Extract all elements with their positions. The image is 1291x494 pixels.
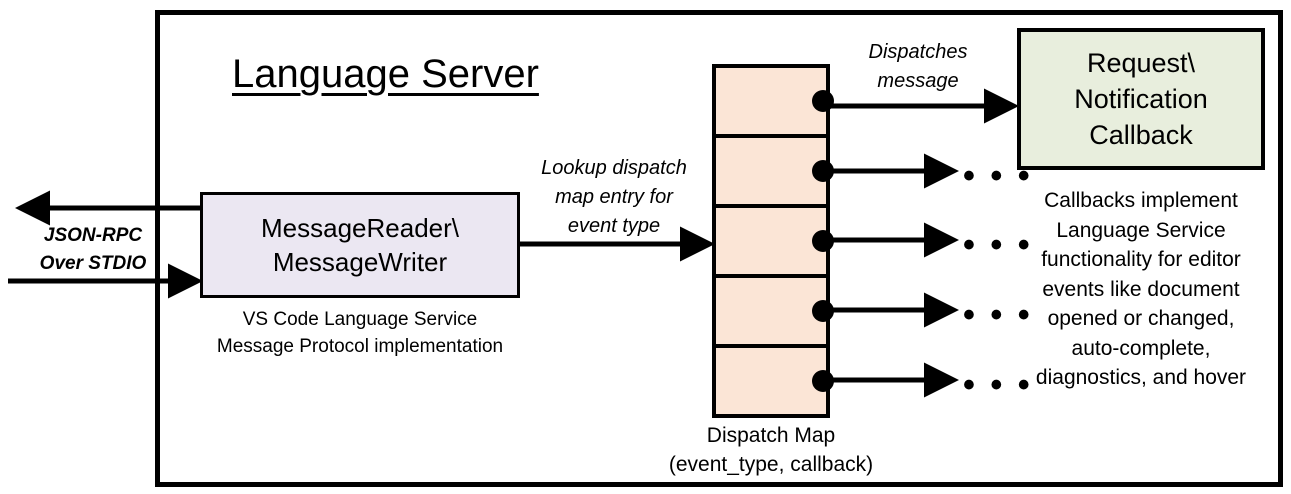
dispatch-map-row[interactable] [716,208,834,278]
jsonrpc-label-line2: Over STDIO [39,253,147,274]
ellipsis-row4: • • • [963,296,1033,334]
callback-pointer-dot-icon [812,300,834,322]
dispatch-label-line2: message [877,70,959,92]
message-reader-writer-node[interactable]: MessageReader\ MessageWriter [200,192,520,298]
callback-pointer-dot-icon [812,230,834,252]
callback-caption-line7: diagnostics, and hover [1035,366,1247,389]
lookup-label-line1: Lookup dispatch [541,157,687,179]
dispatch-map-row[interactable] [716,68,834,138]
callback-caption-line4: events like document [1042,277,1240,301]
callback-title-line2: Notification [1074,84,1208,114]
reader-title-line1: MessageReader\ [261,213,459,243]
page-title: Language Server [232,52,539,96]
dispatch-caption-line2: (event_type, callback) [668,453,874,476]
dispatch-map-row[interactable] [716,138,834,208]
dispatch-label-line1: Dispatches [868,41,968,63]
callback-title-line3: Callback [1089,120,1193,150]
callback-caption-line6: auto-complete, [1071,336,1211,360]
callback-description: Callbacks implement Language Service fun… [1008,186,1274,393]
callback-caption-line2: Language Service [1056,218,1226,242]
lookup-label-line2: map entry for [555,186,673,208]
language-server-boundary [155,10,1283,487]
dispatch-map-table[interactable] [712,64,834,418]
callback-caption-line3: functionality for editor [1041,248,1241,271]
jsonrpc-label-line1: JSON-RPC [43,225,143,246]
reader-title-line2: MessageWriter [272,247,448,277]
callback-pointer-dot-icon [812,90,834,112]
request-notification-callback-node[interactable]: Request\ Notification Callback [1017,28,1265,170]
dispatch-map-row[interactable] [716,348,834,414]
callback-pointer-dot-icon [812,370,834,392]
callback-title-line1: Request\ [1086,48,1196,78]
lookup-edge-label: Lookup dispatch map entry for event type [516,154,712,241]
lookup-label-line3: event type [567,215,661,237]
dispatch-map-caption: Dispatch Map (event_type, callback) [640,421,902,479]
dispatch-caption-line1: Dispatch Map [706,424,836,447]
callback-caption-line5: opened or changed, [1047,307,1235,330]
reader-caption-line2: Message Protocol implementation [216,336,504,357]
dispatch-map-row[interactable] [716,278,834,348]
callback-pointer-dot-icon [812,160,834,182]
ellipsis-row5: • • • [963,366,1033,404]
reader-caption-line1: VS Code Language Service [242,309,478,330]
dispatch-edge-label: Dispatches message [838,38,998,96]
jsonrpc-transport-label: JSON-RPC Over STDIO [18,222,168,278]
ellipsis-row3: • • • [963,226,1033,264]
callback-caption-line1: Callbacks implement [1044,189,1238,212]
message-reader-writer-caption: VS Code Language Service Message Protoco… [200,306,520,360]
